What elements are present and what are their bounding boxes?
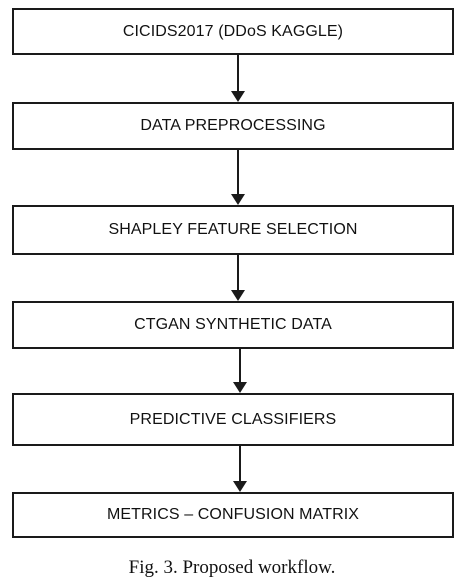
- arrow-down-5: [232, 446, 248, 492]
- arrow-down-2: [230, 150, 246, 205]
- arrow-down-3: [230, 255, 246, 301]
- arrow-down-1: [230, 55, 246, 102]
- arrow-down-4: [232, 349, 248, 393]
- step-preprocessing: DATA PREPROCESSING: [12, 102, 454, 150]
- figure-caption: Fig. 3. Proposed workflow.: [128, 557, 336, 578]
- step-dataset: CICIDS2017 (DDoS KAGGLE): [12, 8, 454, 55]
- step-classifiers: PREDICTIVE CLASSIFIERS: [12, 393, 454, 446]
- step-metrics: METRICS – CONFUSION MATRIX: [12, 492, 454, 538]
- step-synthetic-data: CTGAN SYNTHETIC DATA: [12, 301, 454, 349]
- step-feature-selection: SHAPLEY FEATURE SELECTION: [12, 205, 454, 255]
